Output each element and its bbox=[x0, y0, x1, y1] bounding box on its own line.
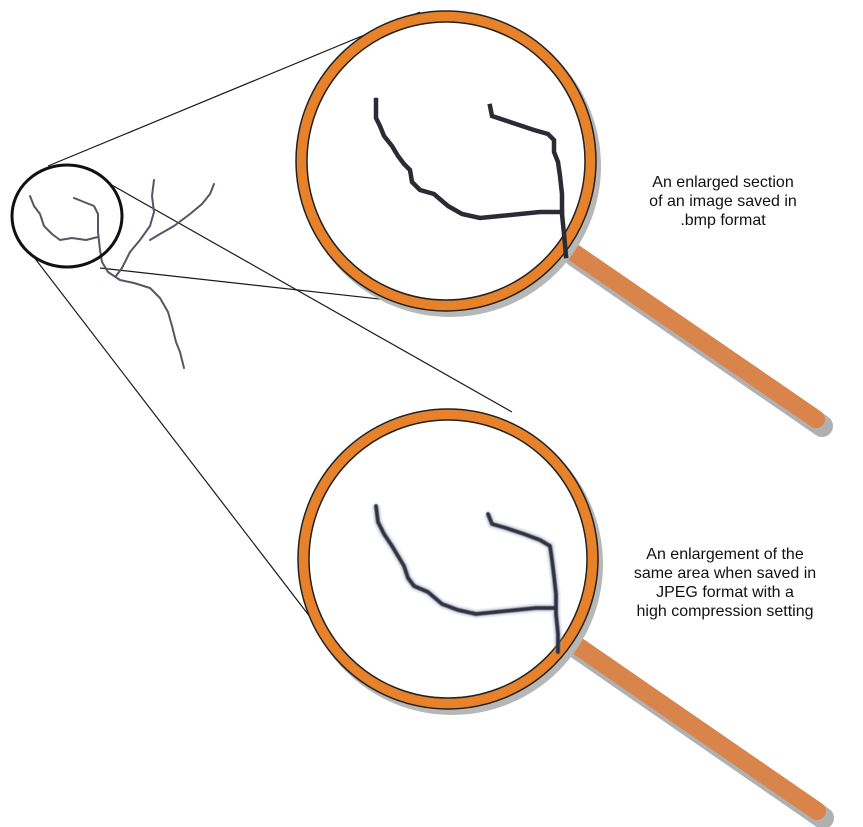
caption-jpeg-line: An enlargement of the bbox=[590, 545, 860, 564]
caption-bmp-line: of an image saved in bbox=[588, 192, 858, 211]
handle bbox=[569, 640, 817, 811]
caption-bmp: An enlarged section of an image saved in… bbox=[588, 173, 858, 230]
caption-bmp-line: An enlarged section bbox=[588, 173, 858, 192]
lens-glass bbox=[307, 22, 585, 300]
caption-jpeg-line: JPEG format with a bbox=[590, 583, 860, 602]
caption-jpeg: An enlargement of the same area when sav… bbox=[590, 545, 860, 621]
selection-circle bbox=[12, 165, 122, 267]
lens-glass bbox=[309, 420, 587, 698]
caption-jpeg-line: same area when saved in bbox=[590, 564, 860, 583]
caption-bmp-line: .bmp format bbox=[588, 211, 858, 230]
caption-jpeg-line: high compression setting bbox=[590, 602, 860, 621]
sketch-line bbox=[74, 198, 184, 368]
